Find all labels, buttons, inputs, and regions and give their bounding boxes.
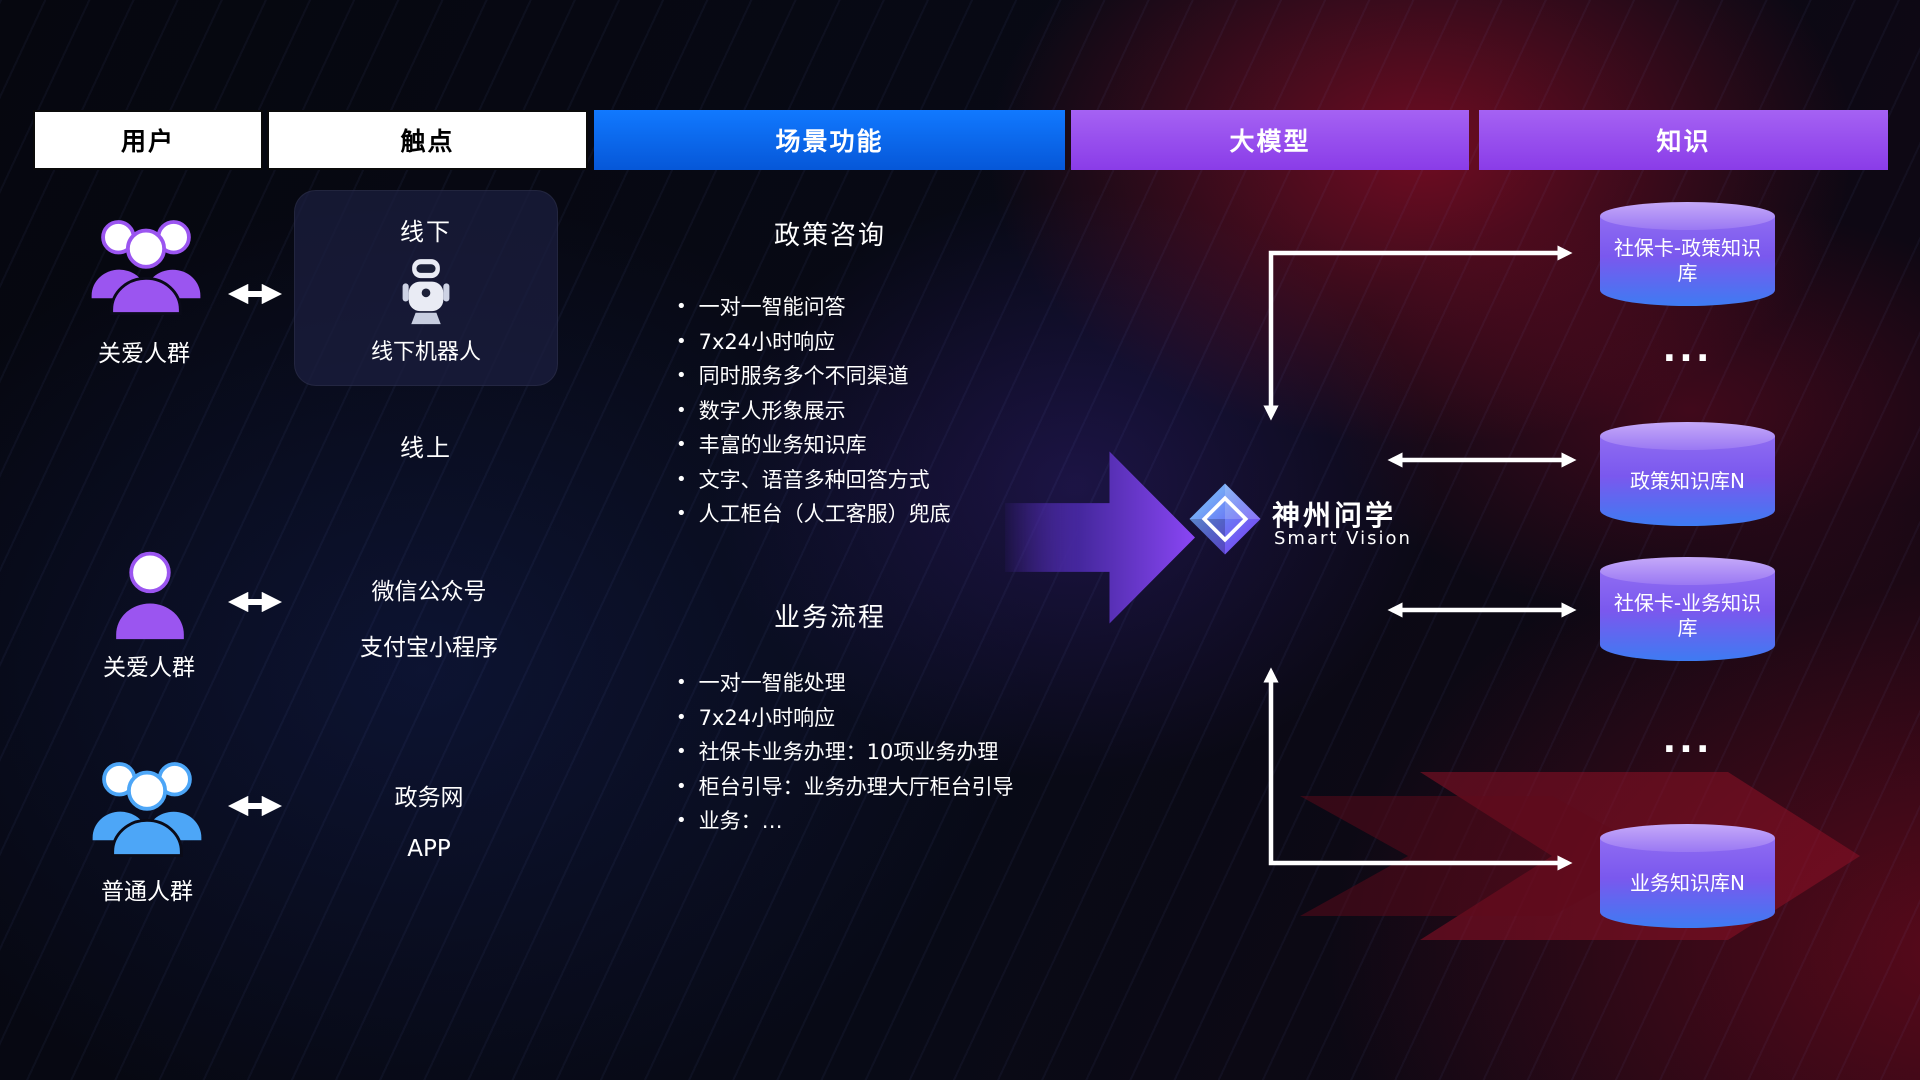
bullet-text: 一对一智能问答 — [698, 295, 846, 319]
scene-policy-title: 政策咨询 — [773, 221, 886, 251]
offline-title: 线下 — [400, 218, 452, 246]
bullet-item: 文字、语音多种回答方式 — [676, 464, 951, 499]
kb-label: 业务知识库N — [1630, 870, 1745, 895]
model-subtitle: Smart Vision — [1274, 528, 1412, 549]
bullet-text: 数字人形象展示 — [698, 398, 846, 423]
kb-ellipsis-2: ... — [1662, 720, 1713, 761]
kb-label: 社保卡-政策知识库 — [1613, 236, 1762, 285]
database-icon-top — [1600, 202, 1775, 230]
database-icon — [1600, 571, 1775, 661]
touchpoint-wechat: 微信公众号 — [371, 579, 487, 605]
bullet-item: 人工柜台（人工客服）兜底 — [676, 498, 951, 533]
database-icon-top — [1600, 824, 1775, 852]
flow-arrow-icon — [1005, 451, 1195, 624]
bullet-text: 丰富的业务知识库 — [698, 433, 867, 457]
header-cell-knowledge: 知识 — [1479, 110, 1888, 170]
header-cell-users: 用户 — [33, 110, 263, 170]
header-scenes-label: 场景功能 — [775, 127, 884, 156]
user-group-1-label: 关爱人群 — [98, 341, 190, 367]
header-users-label: 用户 — [120, 127, 175, 156]
bullet-text: 7x24小时响应 — [698, 329, 836, 354]
kb-cylinder-policy-sscard: 社保卡-政策知识库 — [1600, 202, 1775, 306]
bullet-item: 业务：… — [676, 805, 1014, 840]
touchpoint-app: APP — [407, 836, 451, 862]
database-icon — [1600, 216, 1775, 306]
scene-process-title: 业务流程 — [773, 603, 886, 633]
header-cell-scenes: 场景功能 — [594, 110, 1065, 170]
touchpoint-gov-web: 政务网 — [394, 785, 464, 811]
scene-process-bullets: 一对一智能处理 7x24小时响应 社保卡业务办理：10项业务办理 柜台引导：业务… — [676, 667, 1014, 840]
scene-policy-bullets: 一对一智能问答 7x24小时响应 同时服务多个不同渠道 数字人形象展示 丰富的业… — [676, 291, 951, 533]
people-group-purple-icon — [84, 210, 208, 320]
kb-cylinder-business-sscard: 社保卡-业务知识库 — [1600, 557, 1775, 661]
model-name: 神州问学 — [1272, 499, 1397, 532]
bullet-text: 文字、语音多种回答方式 — [698, 467, 930, 492]
bullet-item: 一对一智能问答 — [676, 291, 951, 326]
user-group-3-label: 普通人群 — [101, 879, 193, 905]
bullet-text: 柜台引导：业务办理大厅柜台引导 — [698, 774, 1014, 799]
bullet-item: 7x24小时响应 — [676, 702, 1014, 737]
bullet-item: 一对一智能处理 — [676, 667, 1014, 702]
header-touchpoints-label: 触点 — [400, 127, 455, 156]
person-purple-icon — [112, 548, 188, 646]
database-icon — [1600, 838, 1775, 928]
bullet-text: 社保卡业务办理：10项业务办理 — [698, 740, 999, 764]
bullet-text: 7x24小时响应 — [698, 705, 836, 730]
database-icon-top — [1600, 557, 1775, 585]
bullet-text: 业务：… — [698, 809, 783, 833]
touchpoint-alipay: 支付宝小程序 — [360, 635, 498, 661]
bullet-item: 同时服务多个不同渠道 — [676, 360, 951, 395]
bullet-item: 数字人形象展示 — [676, 395, 951, 430]
header-cell-model: 大模型 — [1071, 110, 1469, 170]
kb-cylinder-business-n: 业务知识库N — [1600, 824, 1775, 928]
bullet-text: 人工柜台（人工客服）兜底 — [698, 502, 951, 526]
database-icon-top — [1600, 422, 1775, 450]
bullet-text: 一对一智能处理 — [698, 671, 846, 695]
model-diamond-logo-icon — [1188, 482, 1262, 560]
kb-label: 政策知识库N — [1630, 468, 1745, 493]
people-group-blue-icon — [85, 752, 209, 862]
header-knowledge-label: 知识 — [1656, 127, 1711, 156]
header-model-label: 大模型 — [1229, 127, 1311, 156]
bullet-item: 社保卡业务办理：10项业务办理 — [676, 736, 1014, 771]
connector-model-to-kb1 — [1263, 245, 1573, 421]
online-title: 线上 — [400, 434, 452, 462]
kb-cylinder-policy-n: 政策知识库N — [1600, 422, 1775, 526]
kb-ellipsis-1: ... — [1662, 329, 1713, 370]
database-icon — [1600, 436, 1775, 526]
user-group-2-label: 关爱人群 — [103, 655, 195, 681]
offline-robot-label: 线下机器人 — [370, 340, 481, 365]
header-cell-touchpoints: 触点 — [267, 110, 588, 170]
bullet-item: 7x24小时响应 — [676, 326, 951, 361]
robot-icon — [400, 256, 452, 332]
bullet-item: 丰富的业务知识库 — [676, 429, 951, 464]
bullet-item: 柜台引导：业务办理大厅柜台引导 — [676, 771, 1014, 806]
kb-label: 社保卡-业务知识库 — [1613, 591, 1762, 640]
bullet-text: 同时服务多个不同渠道 — [698, 364, 909, 388]
